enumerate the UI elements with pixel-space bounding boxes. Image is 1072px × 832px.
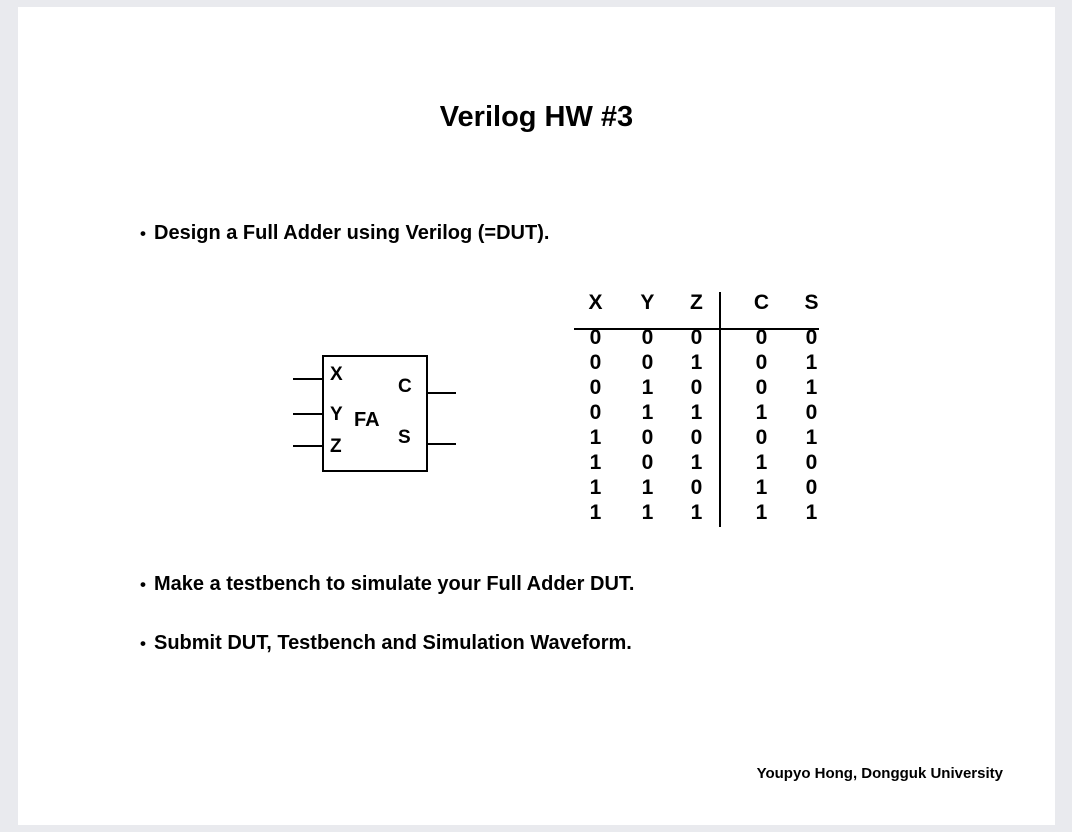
- cell-x: 1: [589, 426, 602, 450]
- cell-x: 0: [589, 351, 602, 375]
- cell-y: 0: [641, 351, 654, 375]
- full-adder-diagram: X Y Z FA C S: [288, 340, 488, 490]
- output-wire-c: [427, 392, 456, 394]
- cell-y: 0: [641, 426, 654, 450]
- table-row: 0 1 1 1 0: [556, 401, 836, 426]
- table-row: 0 0 0 0 0: [556, 326, 836, 351]
- bullet-dot-icon: [140, 632, 154, 655]
- cell-y: 1: [641, 476, 654, 500]
- cell-z: 1: [690, 451, 703, 475]
- table-vertical-divider: [719, 292, 721, 527]
- cell-z: 1: [690, 401, 703, 425]
- cell-c: 1: [755, 501, 768, 525]
- cell-s: 1: [805, 376, 818, 400]
- cell-c: 1: [755, 476, 768, 500]
- cell-c: 0: [755, 376, 768, 400]
- bullet-item-design: Design a Full Adder using Verilog (=DUT)…: [140, 222, 549, 245]
- cell-z: 0: [690, 476, 703, 500]
- cell-s: 0: [805, 476, 818, 500]
- cell-x: 0: [589, 401, 602, 425]
- cell-c: 1: [755, 401, 768, 425]
- page-title: Verilog HW #3: [439, 101, 634, 133]
- bullet-text: Submit DUT, Testbench and Simulation Wav…: [154, 632, 632, 654]
- slide-canvas: Verilog HW #3 Design a Full Adder using …: [18, 7, 1055, 825]
- cell-x: 1: [589, 451, 602, 475]
- cell-z: 0: [690, 376, 703, 400]
- cell-c: 0: [755, 426, 768, 450]
- table-row: 0 0 1 0 1: [556, 351, 836, 376]
- bullet-dot-icon: [140, 573, 154, 596]
- input-wire-y: [293, 413, 322, 415]
- port-label-s: S: [398, 427, 411, 448]
- table-row: 1 0 0 0 1: [556, 426, 836, 451]
- cell-c: 0: [755, 351, 768, 375]
- output-wire-s: [427, 443, 456, 445]
- cell-c: 0: [755, 326, 768, 350]
- cell-z: 1: [690, 501, 703, 525]
- cell-x: 1: [589, 501, 602, 525]
- cell-y: 0: [641, 326, 654, 350]
- cell-s: 1: [805, 501, 818, 525]
- fa-block-label: FA: [354, 409, 380, 431]
- cell-s: 0: [805, 326, 818, 350]
- port-label-c: C: [398, 376, 412, 397]
- bullet-item-testbench: Make a testbench to simulate your Full A…: [140, 573, 634, 596]
- cell-s: 0: [805, 401, 818, 425]
- fa-block-rectangle: [322, 355, 428, 472]
- table-row: 1 1 0 1 0: [556, 476, 836, 501]
- port-label-y: Y: [330, 404, 343, 425]
- cell-y: 0: [641, 451, 654, 475]
- column-header-y: Y: [640, 291, 655, 314]
- cell-x: 1: [589, 476, 602, 500]
- cell-y: 1: [641, 401, 654, 425]
- column-header-z: Z: [690, 291, 703, 314]
- bullet-item-submit: Submit DUT, Testbench and Simulation Wav…: [140, 632, 632, 655]
- table-row: 1 0 1 1 0: [556, 451, 836, 476]
- cell-z: 0: [690, 426, 703, 450]
- bullet-dot-icon: [140, 222, 154, 245]
- port-label-x: X: [330, 364, 343, 385]
- cell-z: 0: [690, 326, 703, 350]
- cell-s: 0: [805, 451, 818, 475]
- table-header-row: X Y Z C S: [556, 290, 836, 326]
- table-row: 1 1 1 1 1: [556, 501, 836, 526]
- cell-c: 1: [755, 451, 768, 475]
- cell-y: 1: [641, 501, 654, 525]
- bullet-text: Design a Full Adder using Verilog (=DUT)…: [154, 222, 550, 244]
- port-label-z: Z: [330, 436, 342, 457]
- truth-table: X Y Z C S 0 0 0 0 0 0 0 1 0 1 0: [556, 290, 836, 540]
- cell-x: 0: [589, 326, 602, 350]
- column-header-s: S: [804, 291, 819, 314]
- footer-credit: Youpyo Hong, Dongguk University: [756, 765, 1003, 782]
- cell-y: 1: [641, 376, 654, 400]
- table-row: 0 1 0 0 1: [556, 376, 836, 401]
- bullet-text: Make a testbench to simulate your Full A…: [154, 573, 635, 595]
- cell-s: 1: [805, 426, 818, 450]
- input-wire-x: [293, 378, 322, 380]
- cell-x: 0: [589, 376, 602, 400]
- cell-s: 1: [805, 351, 818, 375]
- column-header-x: X: [588, 291, 603, 314]
- input-wire-z: [293, 445, 322, 447]
- table-header-rule: [574, 328, 819, 330]
- column-header-c: C: [753, 291, 770, 314]
- cell-z: 1: [690, 351, 703, 375]
